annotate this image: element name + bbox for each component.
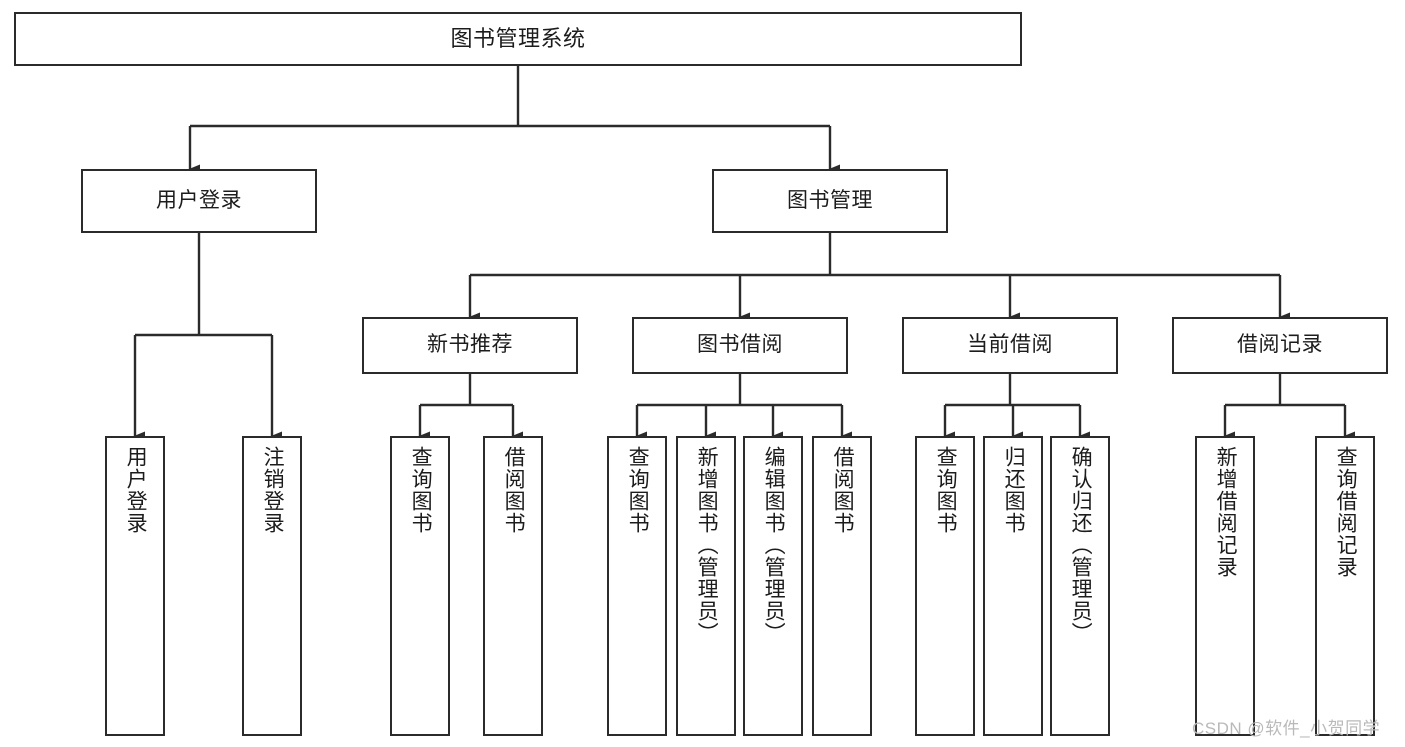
node-leaf-borrow-query[interactable]: 查询图书 [607,436,667,736]
node-leaf-rec-query[interactable]: 查询图书 [390,436,450,736]
node-label: 查询图书 [626,446,650,534]
node-label: 确认归还（管理员） [1069,446,1093,644]
node-borrow-record[interactable]: 借阅记录 [1172,317,1388,374]
node-label: 新增图书（管理员） [695,446,719,644]
node-label: 注销登录 [261,446,285,534]
node-leaf-rec-borrow[interactable]: 借阅图书 [483,436,543,736]
node-current-borrow[interactable]: 当前借阅 [902,317,1118,374]
node-label: 图书管理 [787,188,873,212]
node-leaf-user-logout[interactable]: 注销登录 [242,436,302,736]
node-leaf-borrow-edit[interactable]: 编辑图书（管理员） [743,436,803,736]
node-label: 归还图书 [1002,446,1026,534]
node-leaf-rec-add[interactable]: 新增借阅记录 [1195,436,1255,736]
node-leaf-cur-return[interactable]: 归还图书 [983,436,1043,736]
node-leaf-cur-confirm[interactable]: 确认归还（管理员） [1050,436,1110,736]
node-label: 用户登录 [156,188,242,212]
node-label: 当前借阅 [967,333,1053,357]
node-user-login[interactable]: 用户登录 [81,169,317,233]
node-leaf-user-login[interactable]: 用户登录 [105,436,165,736]
node-root[interactable]: 图书管理系统 [14,12,1022,66]
node-label: 查询图书 [934,446,958,534]
node-label: 借阅记录 [1237,333,1323,357]
node-label: 查询借阅记录 [1334,446,1358,578]
node-leaf-borrow-lend[interactable]: 借阅图书 [812,436,872,736]
node-label: 查询图书 [409,446,433,534]
node-label: 图书管理系统 [450,26,586,52]
node-leaf-rec-search[interactable]: 查询借阅记录 [1315,436,1375,736]
node-new-book-rec[interactable]: 新书推荐 [362,317,578,374]
node-label: 新书推荐 [427,333,513,357]
node-book-borrow[interactable]: 图书借阅 [632,317,848,374]
node-leaf-borrow-add[interactable]: 新增图书（管理员） [676,436,736,736]
node-book-manage[interactable]: 图书管理 [712,169,948,233]
node-label: 编辑图书（管理员） [762,446,786,644]
node-label: 借阅图书 [831,446,855,534]
node-label: 图书借阅 [697,333,783,357]
node-label: 新增借阅记录 [1214,446,1238,578]
csdn-watermark: CSDN @软件_小贺同学 [1192,719,1381,738]
node-label: 用户登录 [124,446,148,534]
node-leaf-cur-query[interactable]: 查询图书 [915,436,975,736]
node-label: 借阅图书 [502,446,526,534]
